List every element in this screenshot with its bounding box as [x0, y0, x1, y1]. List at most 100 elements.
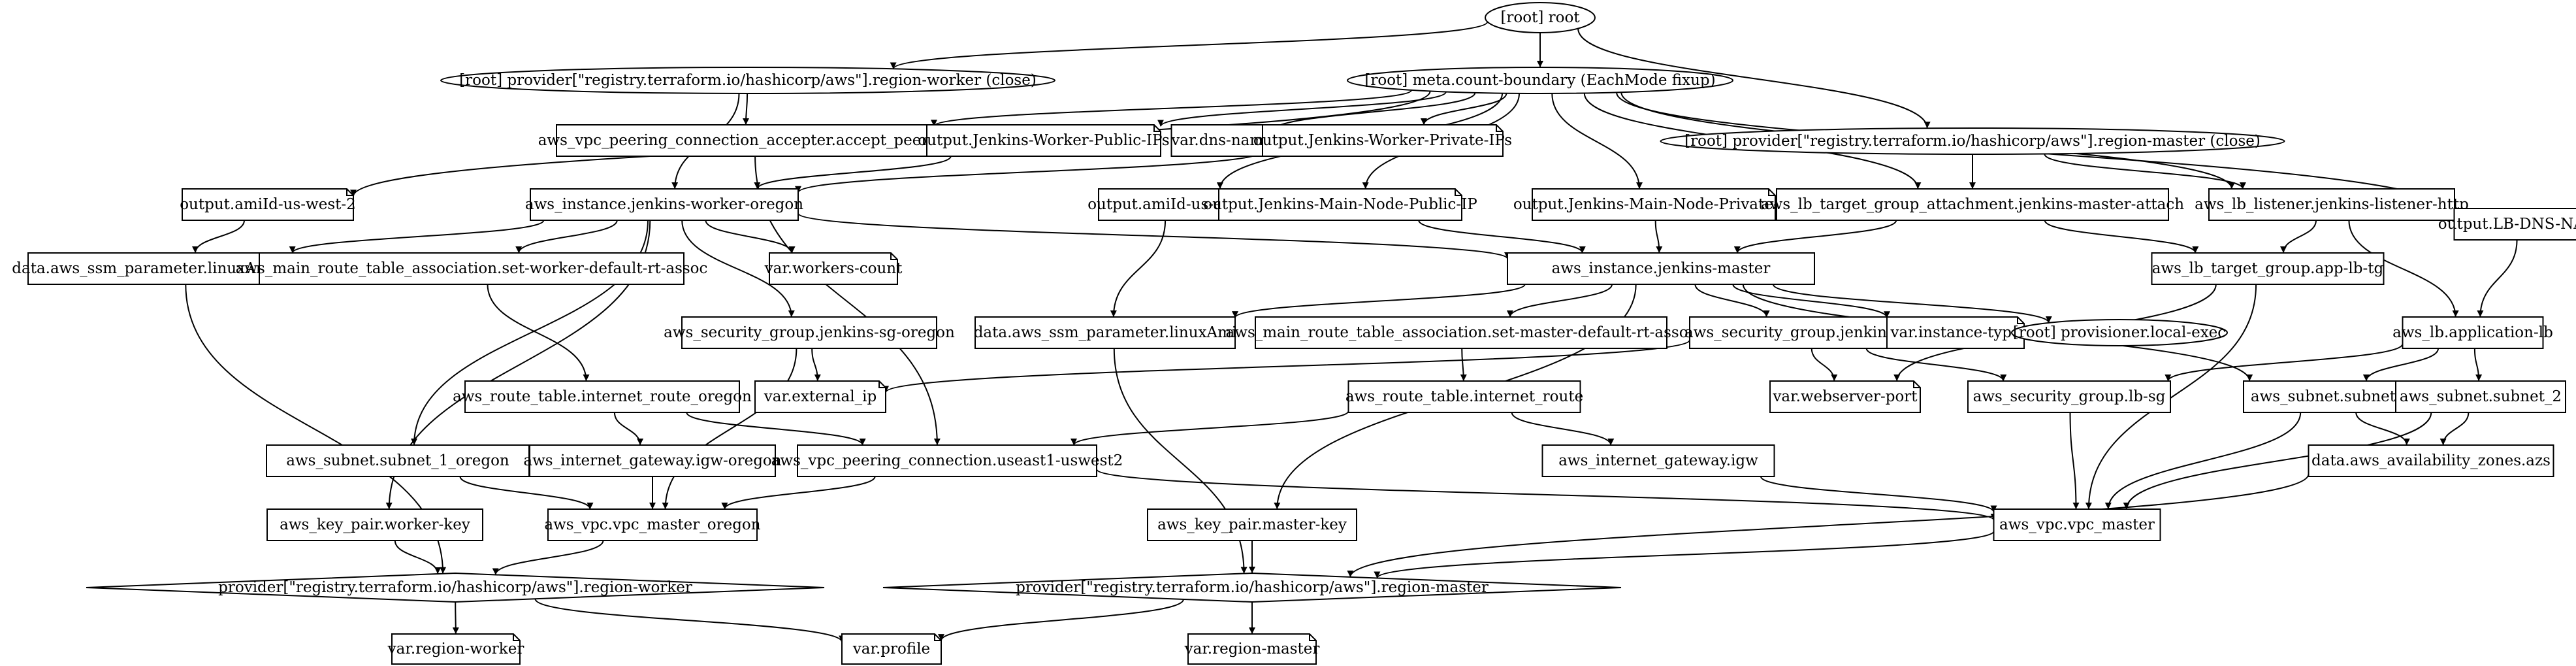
node-label: provider["registry.terraform.io/hashicor… — [218, 579, 692, 596]
node-label: aws_lb_listener.jenkins-listener-http — [2195, 196, 2469, 213]
edge-rt-assoc-worker-to-rt-oregon — [487, 284, 590, 382]
node-provisioner: [root] provisioner.local-exec — [2011, 319, 2228, 346]
edge-igw-to-vpc-master — [1760, 476, 1997, 512]
node-label: provider["registry.terraform.io/hashicor… — [1016, 579, 1489, 596]
edge-peering-conn-to-vpc-master — [1096, 469, 1997, 521]
edge-kp-worker-to-provider-worker — [394, 540, 442, 574]
edge-rt-oregon-to-peering-conn — [686, 412, 866, 446]
node-var-instance-type: var.instance-type — [1886, 316, 2025, 349]
node-var-region-master: var.region-master — [1184, 633, 1320, 665]
node-rt-internet: aws_route_table.internet_route — [1345, 380, 1583, 413]
note-fold — [878, 381, 886, 388]
node-label: var.profile — [852, 641, 930, 658]
edge-meta-count-to-out-main-private — [1551, 93, 1643, 190]
edge-sg-jenkins-to-var-external-ip — [882, 339, 1690, 393]
node-var-workers-count: var.workers-count — [764, 252, 903, 285]
node-label: aws_vpc_peering_connection.useast1-uswes… — [771, 452, 1123, 469]
node-label: aws_instance.jenkins-master — [1552, 260, 1771, 277]
node-sg-lb: aws_security_group.lb-sg — [1967, 380, 2171, 413]
edge-meta-count-to-out-worker-public — [1157, 91, 1447, 127]
edge-rt-oregon-to-igw-oregon — [613, 412, 644, 446]
edge-subnet-1-to-vpc-master — [2104, 412, 2302, 510]
edge-vpc-oregon-to-provider-worker — [492, 540, 604, 575]
node-var-profile: var.profile — [841, 633, 942, 665]
node-vpc-oregon: aws_vpc.vpc_master_oregon — [544, 508, 761, 541]
node-provider-worker: provider["registry.terraform.io/hashicor… — [86, 572, 825, 603]
edge-lb-app-to-subnet-2 — [2473, 348, 2483, 382]
node-out-worker-private: output.Jenkins-Worker-Private-IPs — [1253, 124, 1512, 157]
edge-out-main-private-to-inst-master — [1654, 220, 1663, 254]
node-rt-assoc-master: aws_main_route_table_association.set-mas… — [1226, 316, 1697, 349]
node-provider-worker-close: [root] provider["registry.terraform.io/h… — [440, 67, 1055, 94]
node-var-webserver-port: var.webserver-port — [1769, 380, 1921, 413]
node-kp-worker: aws_key_pair.worker-key — [266, 508, 483, 541]
edge-out-worker-private-to-inst-worker — [795, 150, 1263, 193]
node-out-main-private: output.Jenkins-Main-Node-Private-IP — [1513, 188, 1794, 221]
node-label: aws_main_route_table_association.set-wor… — [236, 260, 708, 277]
node-peering-accepter: aws_vpc_peering_connection_accepter.acce… — [538, 124, 953, 157]
edge-subnet-2-to-vpc-master — [2123, 412, 2432, 510]
edge-subnet-2-to-azs — [2439, 412, 2470, 446]
node-lb-listener: aws_lb_listener.jenkins-listener-http — [2195, 188, 2469, 221]
node-root: [root] root — [1485, 2, 1596, 33]
edge-inst-master-to-ssm-linux — [1232, 284, 1526, 319]
edge-inst-master-to-rt-assoc-master — [1506, 284, 1613, 318]
edge-inst-worker-to-rt-assoc-worker — [515, 220, 618, 254]
edge-lb-tg-attach-to-inst-master — [1733, 220, 1897, 254]
node-label: aws_route_table.internet_route_oregon — [453, 388, 752, 405]
node-label: var.instance-type — [1890, 324, 2020, 341]
node-subnet-1-oregon: aws_subnet.subnet_1_oregon — [266, 444, 530, 477]
note-fold — [1153, 125, 1161, 132]
node-label: aws_lb_target_group.app-lb-tg — [2152, 260, 2384, 277]
edge-lb-app-to-sg-lb — [2165, 343, 2404, 382]
node-label: output.Jenkins-Main-Node-Public-IP — [1203, 196, 1477, 213]
edge-provider-master-to-var-profile — [938, 599, 1184, 641]
edge-subnet-1-oregon-to-vpc-oregon — [459, 476, 594, 510]
note-fold — [890, 253, 897, 260]
edge-provider-worker-close-to-peering-accepter — [743, 93, 750, 125]
edge-inst-master-to-var-instance-type — [1732, 284, 1890, 318]
node-label: aws_main_route_table_association.set-mas… — [1226, 324, 1697, 341]
node-out-lb-dns: output.LB-DNS-NAME — [2438, 208, 2576, 241]
node-label: output.Jenkins-Worker-Private-IPs — [1253, 132, 1512, 149]
note-fold — [1768, 189, 1775, 196]
node-ssm-linux: data.aws_ssm_parameter.linuxAmi — [974, 316, 1236, 349]
edge-peering-conn-to-vpc-oregon — [721, 476, 876, 510]
edge-root-to-provider-worker-close — [890, 21, 1489, 70]
node-vpc-master: aws_vpc.vpc_master — [1993, 508, 2161, 541]
nodes-layer: [root] root [root] provider["registry.ter… — [12, 2, 2576, 665]
node-label: aws_subnet.subnet_1_oregon — [286, 452, 509, 469]
node-label: aws_key_pair.worker-key — [280, 516, 470, 533]
edge-out-ami-west2-to-ssm-oregon — [192, 220, 245, 254]
node-provider-master-close: [root] provider["registry.terraform.io/h… — [1660, 127, 2285, 155]
node-label: var.region-master — [1184, 641, 1320, 658]
node-label: var.region-worker — [387, 641, 524, 658]
edge-out-worker-public-to-inst-worker — [754, 156, 952, 190]
node-label: var.webserver-port — [1772, 388, 1918, 405]
edge-out-lb-dns-to-lb-app — [2477, 239, 2518, 318]
node-igw: aws_internet_gateway.igw — [1541, 444, 1775, 477]
node-label: aws_security_group.jenkins-sg — [1684, 324, 1917, 341]
node-out-main-public: output.Jenkins-Main-Node-Public-IP — [1203, 188, 1477, 221]
edge-rt-internet-to-igw — [1511, 412, 1615, 446]
node-label: aws_vpc_peering_connection_accepter.acce… — [538, 132, 953, 149]
edge-provider-worker-to-var-region-worker — [452, 601, 459, 635]
edge-inst-worker-to-var-workers-count — [705, 220, 796, 254]
node-lb-tg-attach: aws_lb_target_group_attachment.jenkins-m… — [1761, 188, 2184, 221]
node-label: aws_route_table.internet_route — [1345, 388, 1583, 405]
edge-rt-internet-to-peering-conn — [1071, 410, 1349, 446]
note-fold — [346, 189, 353, 196]
node-lb-tg: aws_lb_target_group.app-lb-tg — [2151, 252, 2385, 285]
edge-provider-master-close-to-lb-listener — [2044, 154, 2246, 190]
node-label: var.external_ip — [764, 388, 877, 405]
node-label: [root] provider["registry.terraform.io/h… — [459, 72, 1037, 89]
edge-vpc-master-to-provider-master — [1374, 530, 1995, 579]
edge-provider-worker-to-var-profile — [534, 598, 845, 642]
node-provider-master: provider["registry.terraform.io/hashicor… — [882, 572, 1622, 603]
edge-rt-assoc-master-to-rt-internet — [1460, 348, 1467, 382]
node-sg-oregon: aws_security_group.jenkins-sg-oregon — [664, 316, 955, 349]
node-label: data.aws_availability_zones.azs — [2311, 452, 2551, 469]
node-var-region-worker: var.region-worker — [387, 633, 524, 665]
edge-root-to-provider-master-close — [1577, 28, 1931, 129]
edge-lb-tg-to-vpc-master — [2085, 284, 2257, 510]
